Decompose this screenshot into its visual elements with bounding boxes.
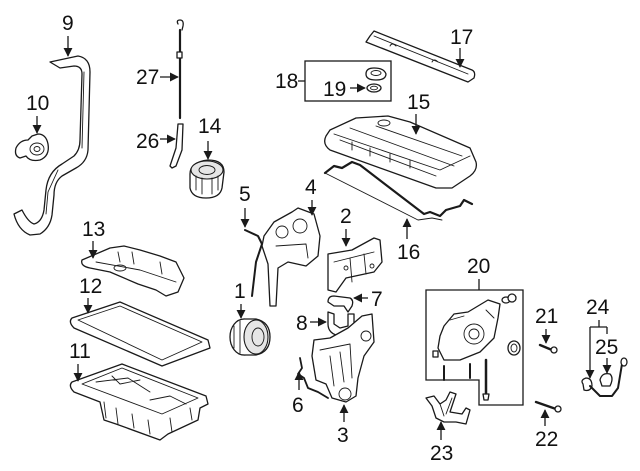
oil-pump-assembly[interactable]	[425, 289, 524, 406]
bolt-short[interactable]	[538, 343, 558, 354]
oil-filter[interactable]	[189, 159, 225, 199]
callout-label-17: 17	[450, 26, 473, 49]
callout-13: 13	[82, 218, 105, 259]
callout-label-8: 8	[296, 312, 308, 335]
dipstick-tube[interactable]	[169, 123, 184, 169]
callout-label-18: 18	[275, 70, 298, 93]
callout-20: 20	[467, 255, 490, 290]
callout-2: 2	[340, 205, 352, 247]
callout-4: 4	[305, 176, 317, 216]
callout-16: 16	[397, 218, 420, 264]
callout-label-3: 3	[337, 424, 349, 447]
timing-belt[interactable]	[13, 55, 91, 236]
dipstick[interactable]	[176, 19, 184, 120]
callout-25: 25	[595, 336, 618, 374]
callout-19: 19	[323, 78, 366, 101]
timing-cover-upper[interactable]	[261, 207, 321, 307]
callout-7: 7	[353, 288, 383, 311]
callout-label-12: 12	[79, 275, 102, 298]
callout-21: 21	[535, 305, 558, 344]
callout-9: 9	[62, 12, 74, 57]
callout-3: 3	[337, 404, 349, 447]
callout-label-21: 21	[535, 305, 558, 328]
callout-17: 17	[450, 26, 473, 68]
callout-label-2: 2	[340, 205, 352, 228]
timing-cover-seal-upper[interactable]	[244, 229, 263, 297]
callout-12: 12	[79, 275, 102, 314]
belt-tensioner[interactable]	[14, 133, 49, 162]
timing-cover-seal-lower[interactable]	[297, 357, 329, 399]
callout-5: 5	[239, 183, 251, 228]
oil-baffle-plate[interactable]	[81, 245, 185, 297]
oil-pickup-tube[interactable]	[425, 391, 471, 425]
callout-label-19: 19	[323, 78, 346, 101]
callout-6: 6	[292, 371, 304, 417]
engine-mount-bracket-upper[interactable]	[327, 295, 354, 313]
callout-8: 8	[296, 312, 327, 335]
callout-label-20: 20	[467, 255, 490, 278]
callout-label-13: 13	[82, 218, 105, 241]
callout-11: 11	[69, 340, 91, 382]
callout-label-24: 24	[586, 296, 610, 319]
sensor-connector[interactable]	[599, 372, 613, 387]
callout-label-16: 16	[397, 241, 420, 264]
oil-pan-gasket[interactable]	[69, 301, 211, 367]
callout-label-11: 11	[69, 340, 91, 363]
callout-label-1: 1	[234, 280, 246, 303]
callout-1: 1	[234, 280, 246, 319]
valve-cover[interactable]	[324, 115, 478, 189]
callout-label-22: 22	[535, 428, 558, 451]
timing-cover-lower[interactable]	[311, 313, 375, 403]
timing-cover-middle[interactable]	[327, 237, 383, 293]
callout-label-10: 10	[26, 92, 49, 115]
spark-plug-cover[interactable]	[365, 30, 476, 83]
callout-23: 23	[430, 421, 453, 465]
callout-label-14: 14	[198, 115, 222, 138]
callout-18: 18	[275, 70, 305, 93]
crankshaft-pulley[interactable]	[229, 318, 271, 356]
callout-label-26: 26	[136, 130, 159, 153]
callout-14: 14	[198, 115, 222, 160]
callout-label-5: 5	[239, 183, 251, 206]
callout-label-7: 7	[371, 288, 383, 311]
callout-label-9: 9	[62, 12, 74, 35]
callout-26: 26	[136, 130, 176, 153]
callout-label-23: 23	[430, 442, 453, 465]
valve-cover-gasket[interactable]	[323, 160, 474, 221]
callout-label-4: 4	[305, 176, 317, 199]
oil-pan[interactable]	[69, 363, 209, 441]
oil-pressure-sensor-harness[interactable]	[581, 357, 628, 397]
callout-10: 10	[26, 92, 49, 134]
callout-15: 15	[407, 91, 430, 135]
callout-label-6: 6	[292, 394, 304, 417]
callout-22: 22	[535, 409, 558, 451]
callout-label-15: 15	[407, 91, 430, 114]
callout-24: 24	[585, 296, 610, 379]
callout-label-25: 25	[595, 336, 618, 359]
oil-filler-cap-assembly[interactable]	[304, 60, 392, 102]
callout-label-27: 27	[136, 66, 159, 89]
callout-27: 27	[136, 66, 179, 89]
bolt-long[interactable]	[534, 400, 562, 413]
